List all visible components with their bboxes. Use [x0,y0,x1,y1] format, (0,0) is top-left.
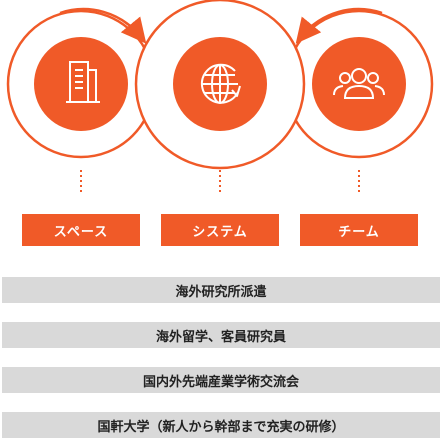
program-bar: 国軒大学（新人から幹部まで充実の研修） [2,412,440,438]
team-icon [333,68,385,99]
arrow-left-icon [59,7,147,44]
building-icon [66,61,100,103]
pillar-label-space: スペース [22,214,140,246]
pillar-label-team: チーム [300,214,418,246]
rings-graphic [6,0,434,192]
pillar-label-system: システム [161,214,279,246]
globe-refresh-icon [200,63,241,104]
inner-left [34,37,128,131]
arrow-right-icon [295,7,383,44]
program-bar: 国内外先端産業学術交流会 [2,367,440,393]
program-bar: 海外留学、客員研究員 [2,322,440,348]
program-bar: 海外研究所派遣 [2,277,440,303]
